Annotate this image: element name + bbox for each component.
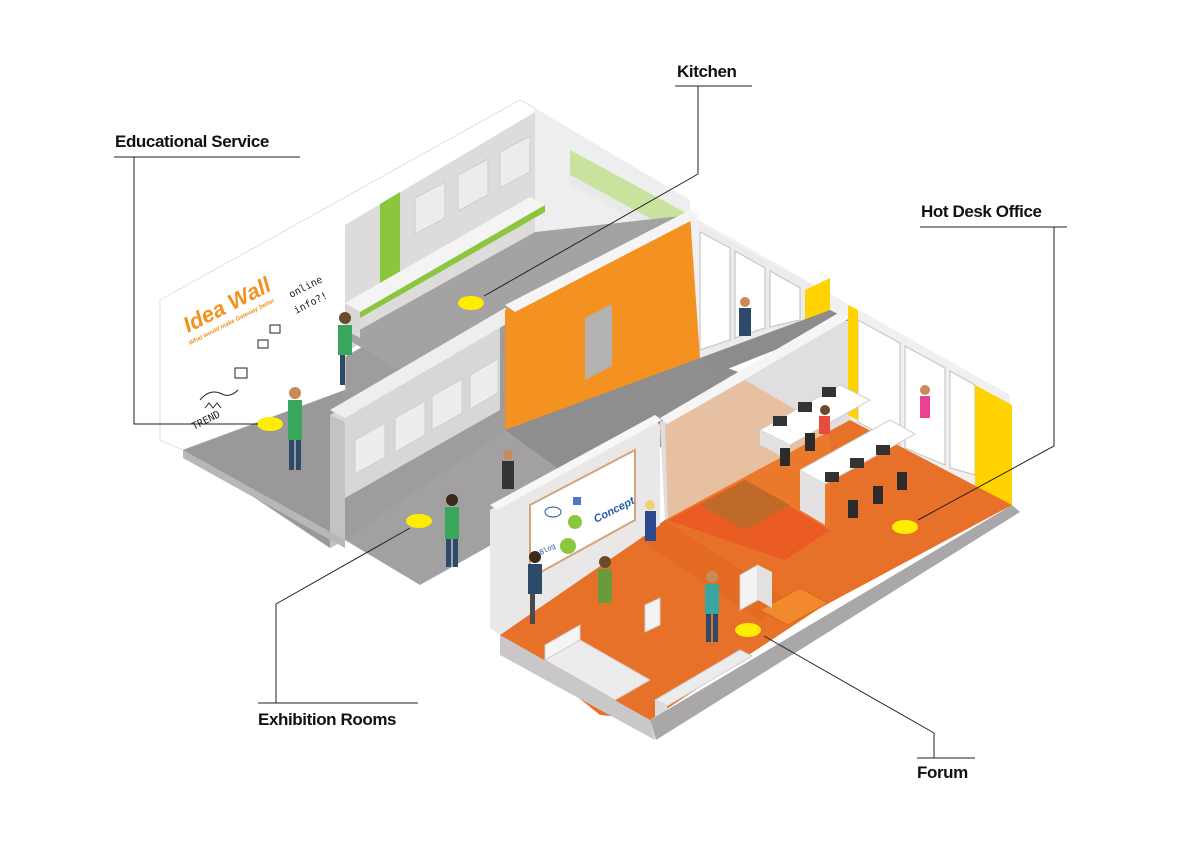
meeting-table — [700, 480, 790, 530]
line-educational-leader — [133, 157, 258, 425]
partition-end — [330, 415, 345, 548]
label-forum: Forum — [917, 763, 968, 782]
line-exhibition-leader — [275, 527, 411, 703]
orange-wall-top — [505, 210, 700, 312]
partition-wall-top — [330, 308, 520, 418]
marker-exhibition — [406, 514, 432, 528]
corridor-floor-upper — [505, 358, 760, 470]
base-edge-front — [500, 635, 655, 740]
kitchen-green-stripe — [380, 192, 400, 294]
line-hotdesk-leader — [917, 227, 1055, 521]
marker-educational — [257, 417, 283, 431]
people — [288, 297, 930, 642]
upper-room-floor — [700, 310, 850, 372]
sofas — [543, 624, 754, 725]
label-kitchen: Kitchen — [677, 62, 737, 81]
kitchen-counter-top — [345, 197, 545, 312]
callout-lines — [114, 85, 1067, 759]
base-edge-left — [183, 450, 345, 548]
upper-room-windows — [699, 231, 801, 351]
line-forum-leader — [763, 635, 935, 758]
base-edge-right — [650, 505, 1020, 740]
idea-wall-board — [165, 205, 340, 445]
office-divider-wall — [660, 318, 850, 520]
office-windows — [857, 318, 976, 476]
office-floor — [665, 420, 1012, 608]
kitchen-cabinets — [414, 135, 531, 235]
marker-hot-desk — [892, 520, 918, 534]
kitchen-window — [570, 150, 690, 240]
kitchen-counter-green — [360, 205, 545, 318]
marker-kitchen — [458, 296, 484, 310]
label-hot-desk-office: Hot Desk Office — [921, 202, 1042, 221]
educational-floor — [183, 390, 345, 548]
yellow-wall-right — [975, 385, 1012, 510]
label-educational-service: Educational Service — [115, 132, 269, 151]
forum-steps — [644, 564, 830, 633]
marker-forum — [735, 623, 761, 637]
orange-wall-doorway — [585, 304, 612, 380]
partition-panels — [354, 358, 499, 475]
kitchen-floor — [345, 215, 690, 370]
location-markers — [257, 296, 918, 637]
exhibition-left-wall-top — [490, 415, 662, 510]
line-kitchen-leader — [483, 86, 699, 297]
office-divider-top — [660, 312, 850, 424]
label-exhibition-rooms: Exhibition Rooms — [258, 710, 397, 729]
office-desks — [758, 384, 917, 525]
yellow-wall-upper — [805, 278, 830, 320]
concept-whiteboard — [529, 448, 636, 580]
